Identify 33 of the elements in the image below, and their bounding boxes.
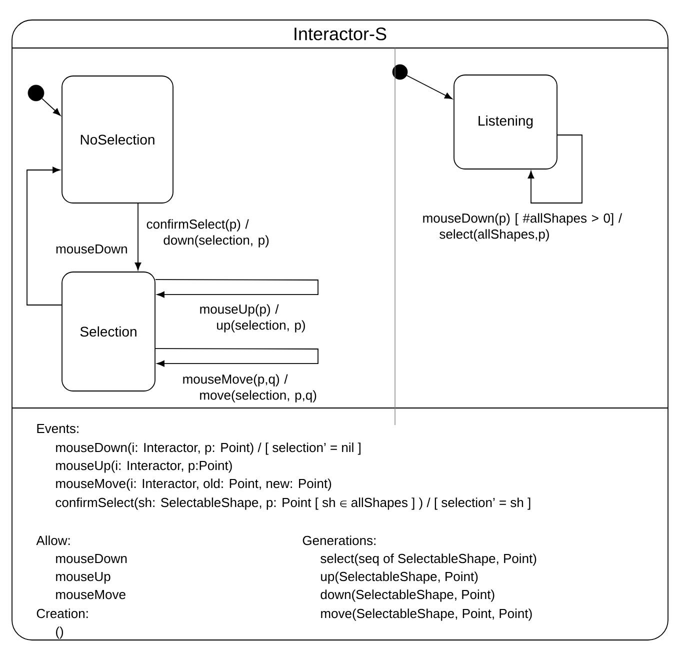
specification-text: select(seq of SelectableShape, Point) bbox=[320, 554, 536, 566]
specification-text: Allow: bbox=[36, 536, 70, 546]
specification-text: move(SelectableShape, Point, Point) bbox=[321, 608, 532, 621]
edge-label: mouseMove(p,q) / move(selection, p,q) bbox=[183, 374, 316, 402]
specification-text: Creation: bbox=[36, 608, 88, 618]
specification-text: Generations: bbox=[302, 536, 376, 546]
transition-arrow bbox=[134, 203, 142, 270]
specification-text: mouseMove bbox=[56, 590, 126, 600]
specification-text: mouseMove(i: Interactor, old: Point, new: Point) bbox=[56, 478, 332, 491]
specification-text: mouseUp bbox=[56, 572, 110, 584]
initial-state-dot bbox=[392, 64, 408, 80]
specification-text: down(SelectableShape, Point) bbox=[320, 590, 494, 602]
specification-text: up(SelectableShape, Point) bbox=[321, 572, 478, 584]
transition-arrow bbox=[42, 98, 61, 116]
transition-arrow bbox=[528, 134, 582, 204]
specification-text: mouseDown bbox=[56, 554, 127, 564]
state-box: NoSelection bbox=[62, 76, 174, 204]
specification-text: () bbox=[56, 626, 64, 639]
specification-text: mouseDown(i: Interactor, p: Point) / [ selection’ = nil ] bbox=[56, 442, 360, 455]
transition-arrow bbox=[406, 75, 452, 100]
specification-text: mouseUp(i: Interactor, p:Point) bbox=[56, 460, 232, 473]
edge-label: mouseDown bbox=[54, 243, 129, 255]
edge-label: confirmSelect(p) / down(selection, p) bbox=[146, 219, 269, 248]
specification-text: Events: bbox=[37, 424, 78, 434]
state-box: Listening bbox=[454, 74, 558, 170]
state-box: Selection bbox=[62, 272, 156, 392]
initial-state-dot bbox=[28, 84, 44, 102]
specification-text: confirmSelect(sh: SelectableShape, p: Point [ sh ∈ allShapes ] ) / [ selection’ = sh ] bbox=[56, 498, 530, 510]
transition-arrow bbox=[26, 166, 62, 306]
edge-label: mouseUp(p) / up(selection, p) bbox=[200, 304, 305, 332]
edge-label: mouseDown(p) [ #allShapes > 0] / select(allShapes,p) bbox=[423, 213, 622, 242]
transition-arrow bbox=[155, 279, 318, 298]
transition-arrow bbox=[155, 348, 318, 367]
